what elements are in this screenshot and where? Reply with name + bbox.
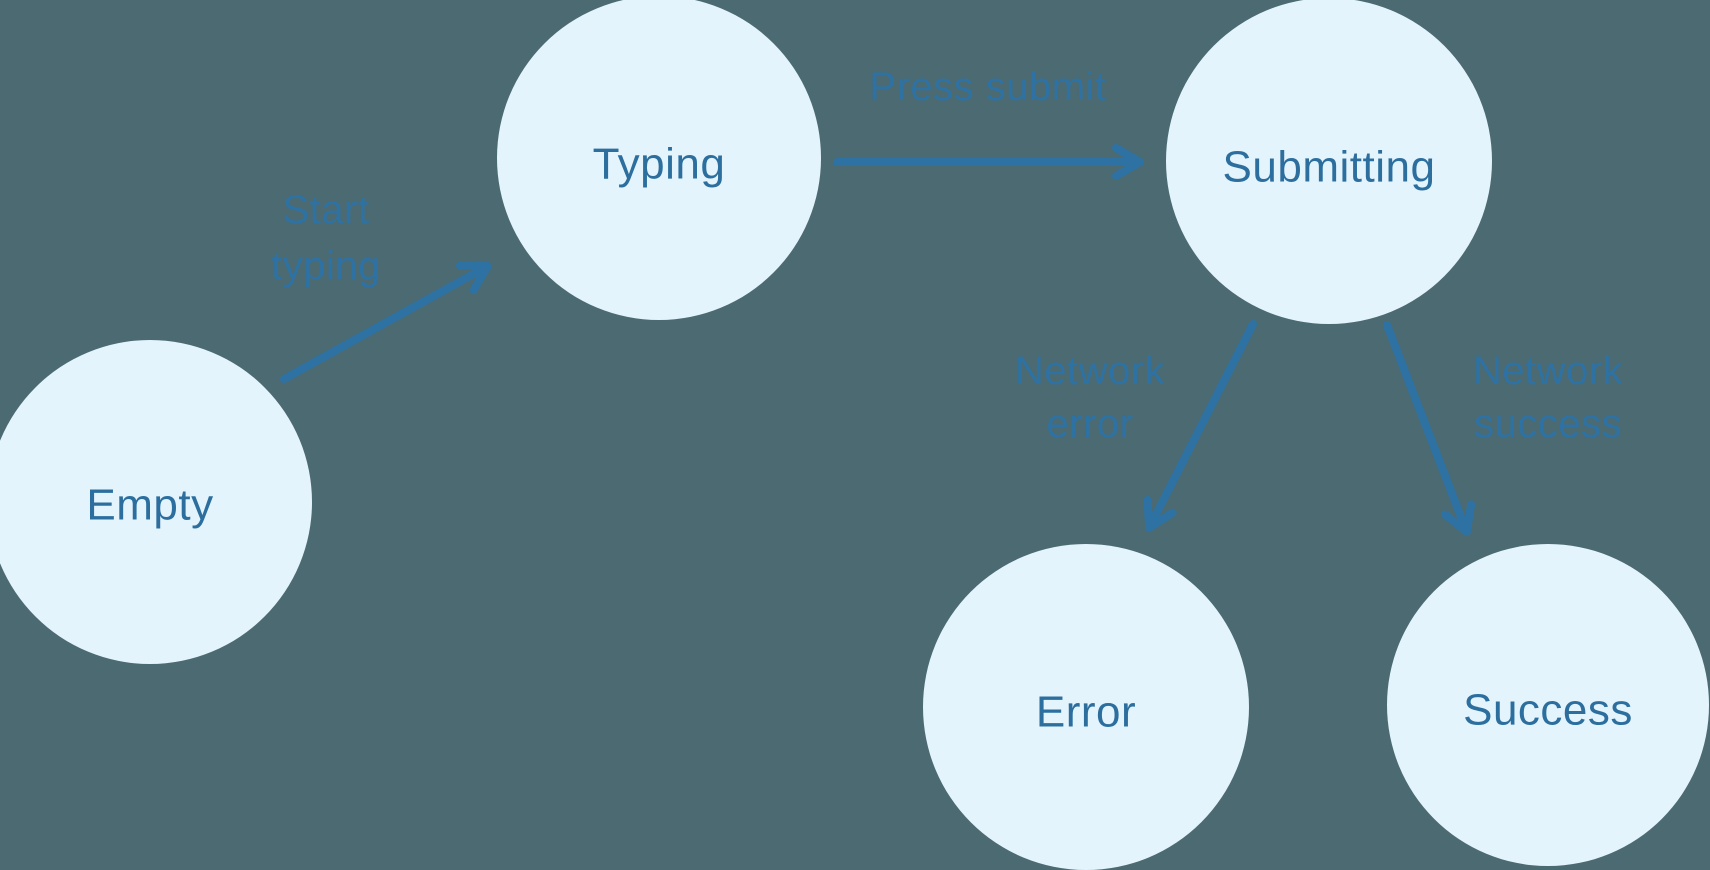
state-circle-typing [497, 0, 821, 320]
state-label-typing: Typing [593, 140, 726, 189]
edge-label-start-typing-line2: typing [271, 244, 381, 288]
arrow-network-error [1143, 320, 1257, 532]
state-node-typing: Typing [497, 0, 821, 320]
edge-empty-to-typing: Start typing [271, 188, 492, 383]
state-circle-error [923, 544, 1249, 870]
state-node-success: Success [1387, 544, 1709, 866]
state-circle-success [1387, 544, 1709, 866]
arrow-network-success [1383, 321, 1476, 536]
state-label-error: Error [1036, 688, 1136, 737]
state-circle-submitting [1166, 0, 1492, 324]
edge-submitting-to-error: Network error [1015, 320, 1257, 532]
state-circle-empty [0, 340, 312, 664]
edge-label-network-error-line1: Network [1015, 349, 1166, 393]
edge-label-press-submit: Press submit [869, 65, 1106, 109]
state-node-submitting: Submitting [1166, 0, 1492, 324]
state-label-empty: Empty [86, 481, 213, 530]
edge-typing-to-submitting: Press submit [833, 65, 1144, 180]
edge-submitting-to-success: Network success [1383, 321, 1624, 536]
edge-label-network-success-line1: Network [1473, 349, 1624, 393]
state-label-submitting: Submitting [1223, 143, 1436, 192]
state-node-error: Error [923, 544, 1249, 870]
state-node-empty: Empty [0, 340, 312, 664]
state-label-success: Success [1463, 686, 1633, 735]
edge-label-start-typing-line1: Start [283, 188, 370, 232]
edge-label-network-success-line2: success [1474, 402, 1622, 446]
arrow-start-typing [280, 261, 492, 383]
edge-label-network-error-line2: error [1047, 402, 1134, 446]
